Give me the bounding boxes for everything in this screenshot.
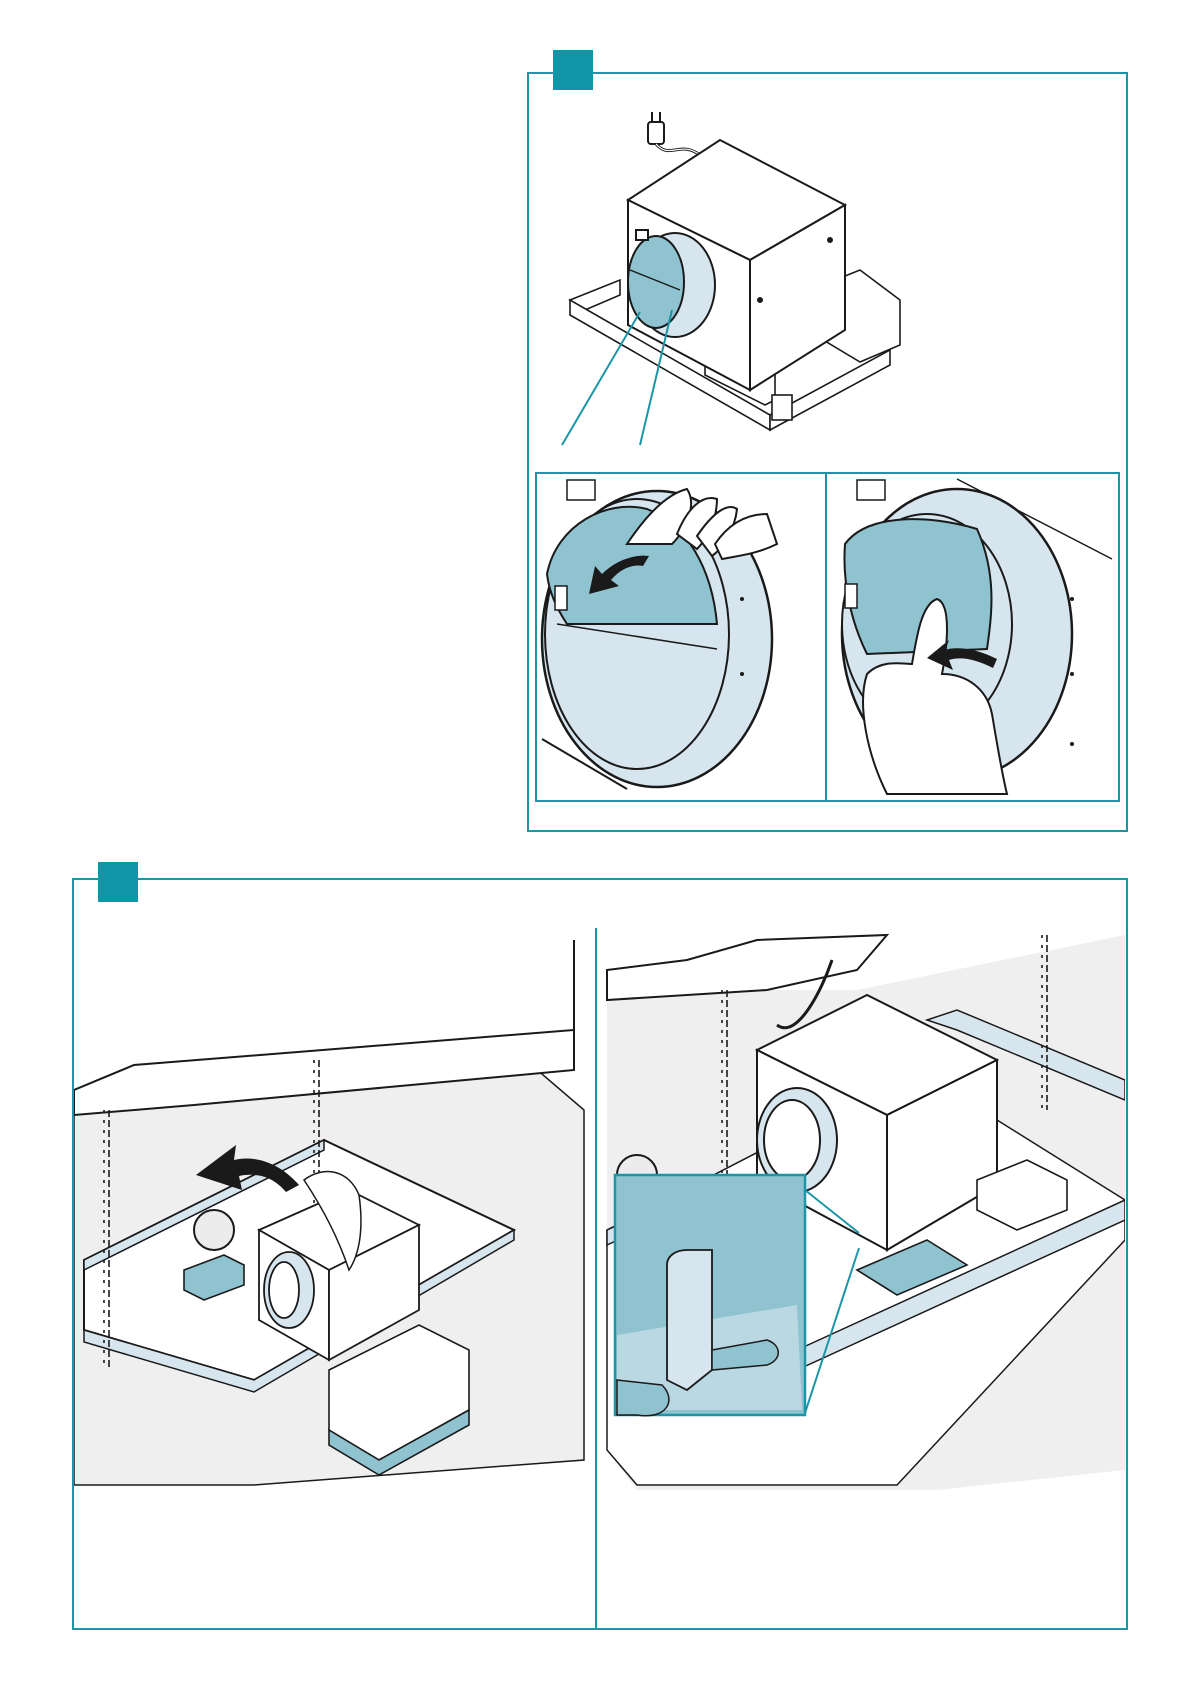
detail-left-panel — [537, 474, 827, 800]
bottom-left-panel — [74, 940, 594, 1500]
fan-module-drawing — [560, 100, 930, 460]
top-step-badge — [553, 50, 593, 90]
circle-marker — [194, 1210, 234, 1250]
detail-right-panel — [827, 474, 1118, 800]
fan-module-illustration — [560, 100, 930, 460]
mounted-drawing — [597, 930, 1125, 1500]
bottom-step-badge — [98, 862, 138, 902]
bottom-right-panel — [597, 930, 1125, 1500]
outlet-ring — [628, 230, 715, 337]
detail-left-drawing — [537, 474, 827, 800]
detail-right-drawing — [827, 474, 1118, 800]
insertion-drawing — [74, 940, 594, 1500]
